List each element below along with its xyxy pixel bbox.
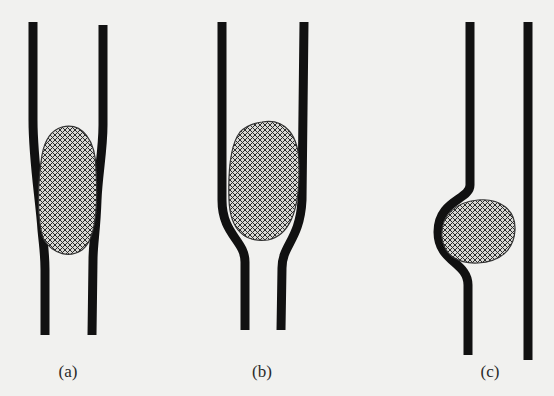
- tube-wall: [438, 22, 470, 355]
- panel-label: (b): [252, 362, 272, 382]
- tube-wall: [524, 22, 533, 360]
- panel-label: (c): [481, 362, 500, 382]
- panel-label: (a): [59, 362, 78, 382]
- bolus: [442, 200, 515, 263]
- bolus: [229, 121, 299, 240]
- bolus: [39, 126, 97, 254]
